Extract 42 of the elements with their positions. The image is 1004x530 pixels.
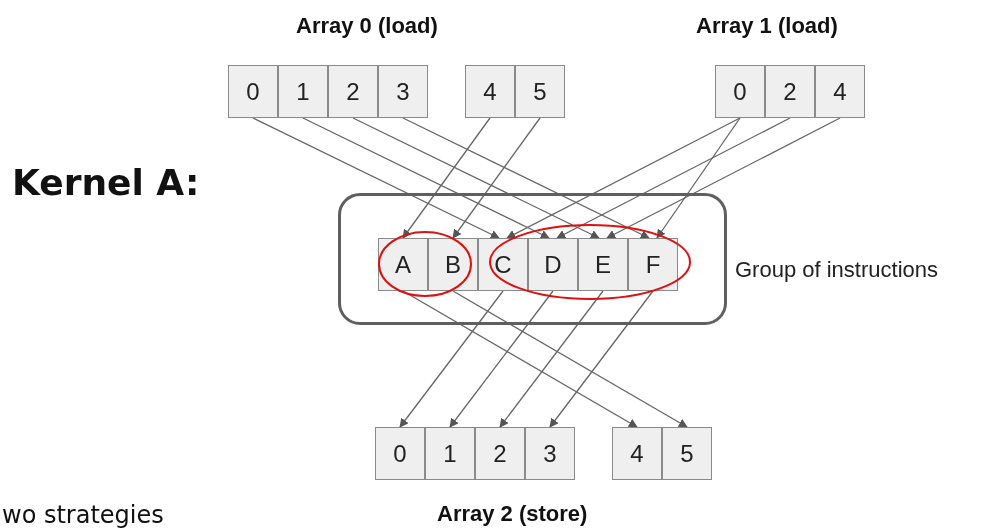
arrow — [506, 117, 741, 239]
array-title: Array 1 (load) — [696, 12, 838, 40]
array-cell: 3 — [378, 65, 428, 118]
array-title: Array 0 (load) — [296, 12, 438, 40]
arrow — [449, 290, 554, 428]
array-cell: 4 — [815, 65, 865, 118]
array-cell: C — [478, 238, 528, 291]
array-cell: 2 — [328, 65, 378, 118]
array-cell: 2 — [475, 427, 525, 480]
arrow — [352, 117, 600, 239]
group-caption: Group of instructions — [735, 256, 938, 284]
array-cell: D — [528, 238, 578, 291]
array-cell: F — [628, 238, 678, 291]
arrow — [499, 290, 604, 428]
arrow — [656, 117, 741, 239]
array-cell: 4 — [465, 65, 515, 118]
arrow — [549, 290, 654, 428]
array-cell: 3 — [525, 427, 575, 480]
arrow — [302, 117, 550, 239]
array-cell: 1 — [278, 65, 328, 118]
array-cell: 5 — [515, 65, 565, 118]
arrow — [452, 290, 688, 428]
arrow — [402, 117, 491, 239]
array-cell: 0 — [375, 427, 425, 480]
array-cell: 1 — [425, 427, 475, 480]
array-cell: 0 — [228, 65, 278, 118]
array-cell: A — [378, 238, 428, 291]
arrow — [556, 117, 791, 239]
array-cell: 0 — [715, 65, 765, 118]
array-cell: 4 — [612, 427, 662, 480]
kernel-heading: Kernel A: — [12, 161, 200, 205]
arrow — [399, 290, 504, 428]
array-cell: 5 — [662, 427, 712, 480]
array-title: Array 2 (store) — [437, 500, 588, 528]
array-cell: B — [428, 238, 478, 291]
body-text: wo strategies — [2, 500, 164, 530]
array-cell: 2 — [765, 65, 815, 118]
arrow — [606, 117, 841, 239]
arrow — [452, 117, 541, 239]
array-cell: E — [578, 238, 628, 291]
arrow — [402, 117, 650, 239]
arrow — [252, 117, 500, 239]
